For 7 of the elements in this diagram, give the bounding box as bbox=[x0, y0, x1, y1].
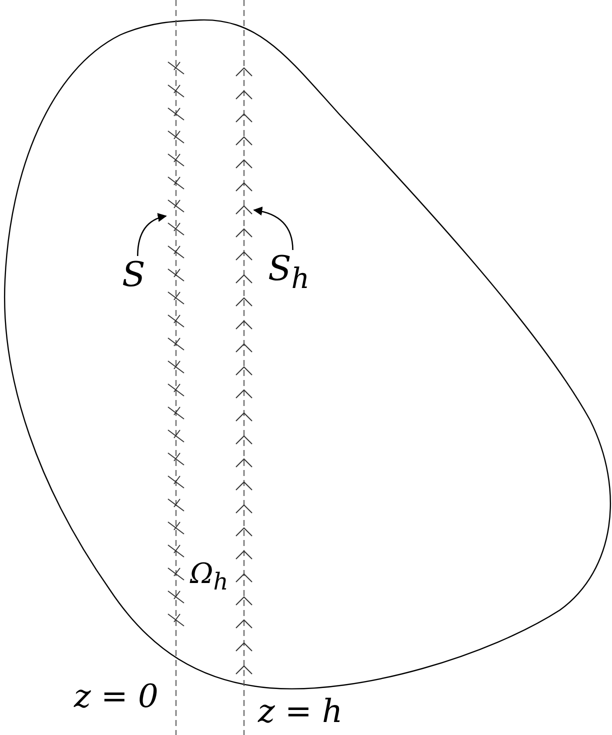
leader-arrow bbox=[137, 213, 167, 256]
region-label: Ω$_{h}$ bbox=[190, 560, 228, 594]
surface-label: S$_{h}$ bbox=[268, 252, 310, 294]
surface-label: S bbox=[122, 258, 146, 292]
coordinate-label: z = 0 bbox=[74, 680, 158, 712]
coordinate-label: z = h bbox=[258, 695, 343, 727]
leader-arrow bbox=[253, 206, 294, 250]
